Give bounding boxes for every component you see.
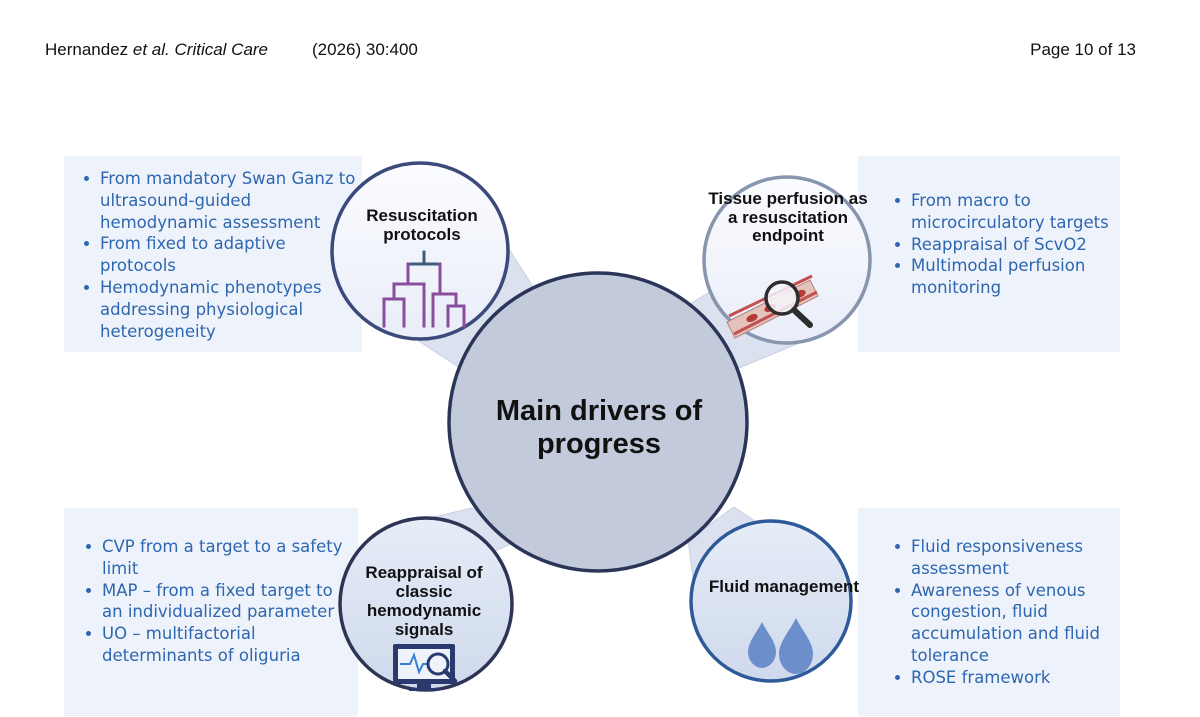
blood-vessel-magnifier-icon <box>726 274 819 339</box>
bullet-list: From mandatory Swan Ganz to ultrasound-g… <box>64 156 362 342</box>
panel-tissue-perfusion: From macro to microcirculatory targets R… <box>858 156 1120 352</box>
header-page-number: Page 10 of 13 <box>1030 40 1136 59</box>
list-item: UO – multifactorial determinants of olig… <box>86 623 358 667</box>
list-item: From fixed to adaptive protocols <box>84 233 362 277</box>
list-item: Hemodynamic phenotypes addressing physio… <box>84 277 362 342</box>
node-label-tissue-perfusion: Tissue perfusion as a resuscitation endp… <box>708 189 868 245</box>
header-authors: Hernandez <box>45 40 129 59</box>
list-item: Fluid responsiveness assessment <box>895 536 1120 580</box>
monitor-magnifier-icon <box>393 644 458 691</box>
node-fluid-management <box>689 519 853 683</box>
node-label-fluid-management: Fluid management <box>708 577 860 596</box>
list-item: From mandatory Swan Ganz to ultrasound-g… <box>84 168 362 233</box>
panel-hemodynamic-signals: CVP from a target to a safety limit MAP … <box>64 508 358 716</box>
list-item: From macro to microcirculatory targets <box>895 190 1120 234</box>
list-item: CVP from a target to a safety limit <box>86 536 358 580</box>
panel-resuscitation-protocols: From mandatory Swan Ganz to ultrasound-g… <box>64 156 362 352</box>
droplets-icon <box>748 618 813 674</box>
node-tissue-perfusion <box>702 175 872 345</box>
header-etal: et al. <box>132 40 170 59</box>
list-item: Multimodal perfusion monitoring <box>895 255 1120 299</box>
center-label: Main drivers of progress <box>495 395 703 460</box>
header-journal: Critical Care <box>174 40 269 59</box>
node-label-resuscitation-protocols: Resuscitation protocols <box>366 206 478 244</box>
list-item: MAP – from a fixed target to an individu… <box>86 580 358 624</box>
panel-fluid-management: Fluid responsiveness assessment Awarenes… <box>858 508 1120 716</box>
list-item: ROSE framework <box>895 667 1120 689</box>
dendrogram-icon <box>382 250 466 328</box>
bullet-list: From macro to microcirculatory targets R… <box>858 156 1120 299</box>
node-label-hemodynamic-signals: Reappraisal of classic hemodynamic signa… <box>365 563 483 639</box>
bullet-list: CVP from a target to a safety limit MAP … <box>64 508 358 667</box>
running-header-authors: Hernandez et al. Critical Care <box>45 40 268 60</box>
node-resuscitation-protocols <box>330 161 510 341</box>
list-item: Awareness of venous congestion, fluid ac… <box>895 580 1120 667</box>
center-circle <box>447 271 749 573</box>
bullet-list: Fluid responsiveness assessment Awarenes… <box>858 508 1120 689</box>
header-citation: (2026) 30:400 <box>312 40 418 59</box>
list-item: Reappraisal of ScvO2 <box>895 234 1120 256</box>
